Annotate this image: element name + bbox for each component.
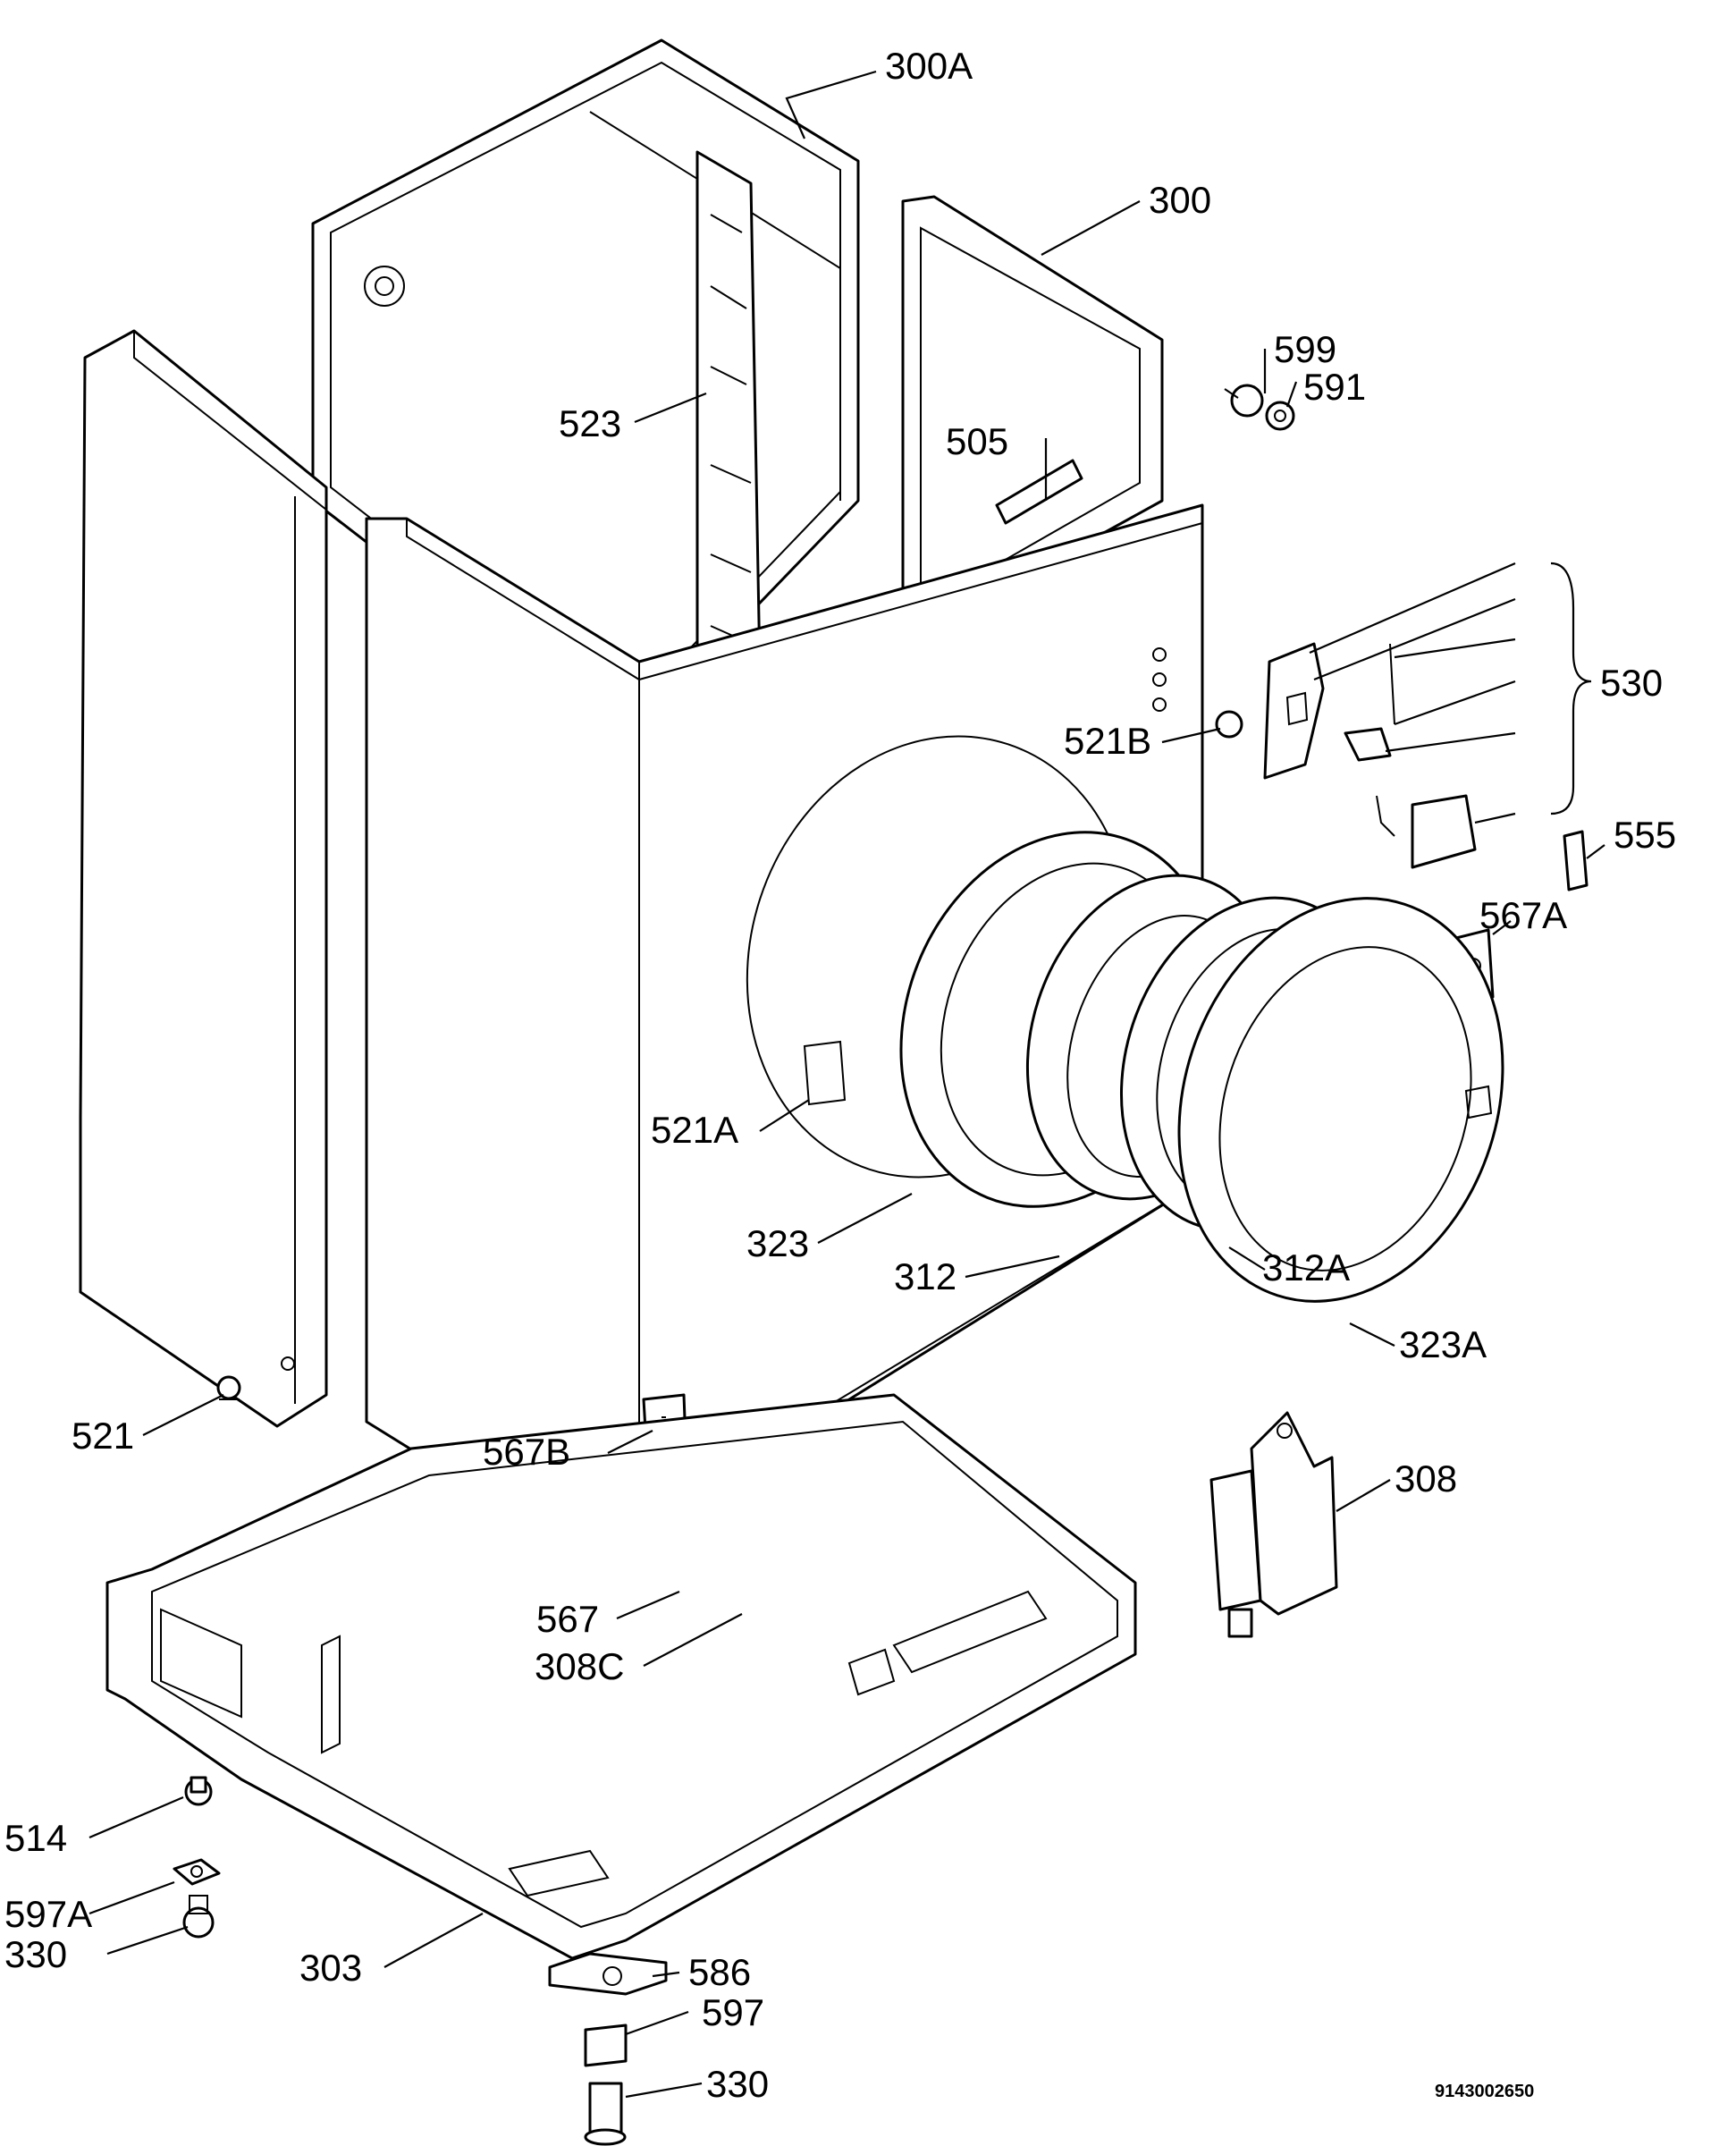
label-514: 514 bbox=[4, 1817, 67, 1859]
part-555-catch bbox=[1563, 830, 1589, 891]
part-597-adjuster bbox=[584, 2023, 628, 2067]
label-330-left: 330 bbox=[4, 1933, 67, 1975]
label-555: 555 bbox=[1614, 814, 1676, 856]
leader-lines bbox=[88, 70, 1605, 2099]
part-303-base-frame bbox=[105, 1393, 1137, 1960]
part-591-washer bbox=[1265, 401, 1295, 431]
part-308-door-hinge bbox=[1209, 1411, 1338, 1638]
label-521a: 521A bbox=[651, 1109, 738, 1151]
part-left-side-panel bbox=[79, 329, 328, 1428]
part-586-foot-bracket bbox=[548, 1952, 668, 1996]
label-523: 523 bbox=[559, 402, 621, 444]
label-567a: 567A bbox=[1479, 894, 1567, 936]
label-521: 521 bbox=[72, 1415, 134, 1457]
label-323: 323 bbox=[746, 1222, 809, 1264]
part-514-screw bbox=[184, 1776, 213, 1806]
drawing-number: 9143002650 bbox=[1435, 2082, 1534, 2101]
part-330-foot-bottom bbox=[584, 2082, 627, 2146]
part-323a-outer-door-frame bbox=[1177, 897, 1504, 1303]
part-521b-plug bbox=[1215, 710, 1243, 739]
part-597a-nut bbox=[173, 1858, 221, 1886]
label-597: 597 bbox=[702, 1991, 764, 2033]
label-567b: 567B bbox=[483, 1431, 570, 1473]
part-300-right-side-panel bbox=[901, 195, 1164, 646]
label-591: 591 bbox=[1303, 366, 1366, 408]
label-521b: 521B bbox=[1064, 720, 1151, 762]
label-308c: 308C bbox=[535, 1645, 624, 1687]
label-303: 303 bbox=[299, 1947, 362, 1989]
label-586: 586 bbox=[688, 1951, 751, 1993]
label-567: 567 bbox=[536, 1598, 599, 1640]
label-312a: 312A bbox=[1262, 1246, 1350, 1288]
label-312: 312 bbox=[894, 1255, 956, 1297]
part-530-door-lock-assembly bbox=[1263, 642, 1477, 869]
part-505-rod bbox=[995, 459, 1083, 525]
part-523-rear-bracket bbox=[695, 150, 762, 708]
label-308: 308 bbox=[1395, 1457, 1457, 1500]
label-300a: 300A bbox=[885, 45, 973, 87]
part-330-foot-left bbox=[182, 1895, 215, 1939]
label-505: 505 bbox=[946, 420, 1008, 462]
part-521-plug bbox=[216, 1375, 241, 1400]
label-300: 300 bbox=[1149, 179, 1211, 221]
part-599-bolt bbox=[1224, 384, 1264, 418]
label-597a: 597A bbox=[4, 1893, 92, 1935]
part-labels: 300A 300 599 591 523 505 530 521B 555 56… bbox=[4, 45, 1676, 2105]
label-323a: 323A bbox=[1399, 1323, 1487, 1365]
label-599: 599 bbox=[1274, 328, 1336, 370]
label-330-bottom: 330 bbox=[706, 2063, 769, 2105]
label-530: 530 bbox=[1600, 662, 1663, 704]
